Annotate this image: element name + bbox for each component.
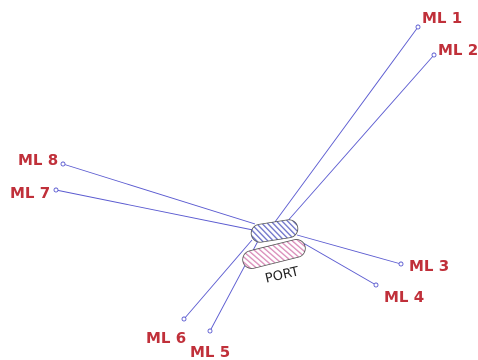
- ml-label-5: ML 5: [190, 343, 230, 360]
- anchor-points: [53, 24, 437, 334]
- mooring-line-labels: ML 1 ML 2 ML 3 ML 4 ML 5 ML 6 ML 7 ML 8: [10, 9, 478, 360]
- ml-label-4: ML 4: [384, 288, 424, 306]
- ml-label-6: ML 6: [146, 329, 186, 347]
- ml-label-8: ML 8: [18, 151, 58, 169]
- anchor-point-6: [181, 316, 187, 322]
- anchor-point-2: [431, 52, 437, 58]
- ml-label-7: ML 7: [10, 184, 50, 202]
- mooring-lines: [55, 26, 435, 332]
- mooring-line-8: [62, 163, 256, 225]
- mooring-line-2: [284, 54, 435, 225]
- mooring-line-7: [55, 189, 254, 231]
- anchor-point-3: [398, 261, 404, 267]
- vessel: [242, 219, 306, 269]
- anchor-point-1: [415, 24, 421, 30]
- ml-label-3: ML 3: [409, 257, 449, 275]
- mooring-line-6: [183, 239, 253, 320]
- anchor-point-7: [53, 187, 59, 193]
- ml-label-2: ML 2: [438, 41, 478, 59]
- anchor-point-8: [60, 161, 66, 167]
- vessel-lower-hull: [242, 239, 306, 269]
- anchor-point-4: [373, 282, 379, 288]
- mooring-line-1: [271, 26, 419, 227]
- ml-label-1: ML 1: [422, 9, 462, 27]
- mooring-line-3: [296, 234, 402, 265]
- vessel-upper-hull: [250, 219, 299, 243]
- mooring-line-4: [297, 239, 377, 286]
- vessel-label: PORT: [264, 264, 301, 286]
- anchor-point-5: [207, 328, 213, 334]
